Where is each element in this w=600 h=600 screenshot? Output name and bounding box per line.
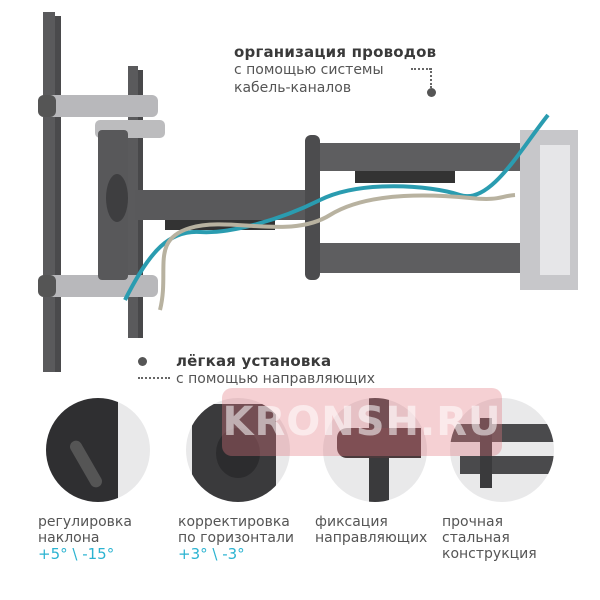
callout-subtitle: кабель-каналов — [234, 80, 352, 96]
feature-label: регулировка — [38, 514, 132, 530]
feature-label: фиксация — [315, 514, 388, 530]
feature-label: прочная — [442, 514, 504, 530]
feature-tilt: регулировка наклона +5° \ -15° — [38, 398, 173, 562]
feature-steel: прочная стальная конструкция — [442, 398, 577, 562]
callout-pointer-line — [411, 68, 431, 70]
callout-title: организация проводов — [234, 43, 437, 61]
callout-pointer-dot — [138, 357, 147, 366]
callout-pointer-line — [138, 377, 170, 379]
watermark: KRONSH.RU — [222, 388, 502, 456]
callout-pointer-line — [430, 68, 432, 88]
feature-label: конструкция — [442, 546, 537, 562]
callout-subtitle: с помощью направляющих — [176, 371, 375, 387]
callout-pointer-dot — [427, 88, 436, 97]
feature-horizontal: корректировка по горизонтали +3° \ -3° — [178, 398, 313, 562]
feature-value: +5° \ -15° — [38, 545, 115, 563]
tilt-lever-icon — [46, 398, 150, 502]
tv-mount-product-image — [38, 12, 578, 372]
rail-lock-icon — [323, 398, 427, 502]
feature-value: +3° \ -3° — [178, 545, 245, 563]
callout-subtitle: с помощью системы — [234, 62, 384, 78]
feature-label: корректировка — [178, 514, 290, 530]
feature-label: направляющих — [315, 530, 428, 546]
watermark-text: KRONSH.RU — [222, 399, 502, 445]
level-plate-icon — [186, 398, 290, 502]
callout-cable-management: организация проводов с помощью системы к… — [234, 43, 436, 97]
feature-label: по горизонтали — [178, 530, 295, 546]
callout-easy-install: лёгкая установка с помощью направляющих — [176, 352, 375, 388]
steel-arm-icon — [450, 398, 554, 502]
feature-rail-lock: фиксация направляющих — [315, 398, 450, 546]
callout-title: лёгкая установка — [176, 352, 332, 370]
feature-label: наклона — [38, 530, 100, 546]
feature-label: стальная — [442, 530, 510, 546]
